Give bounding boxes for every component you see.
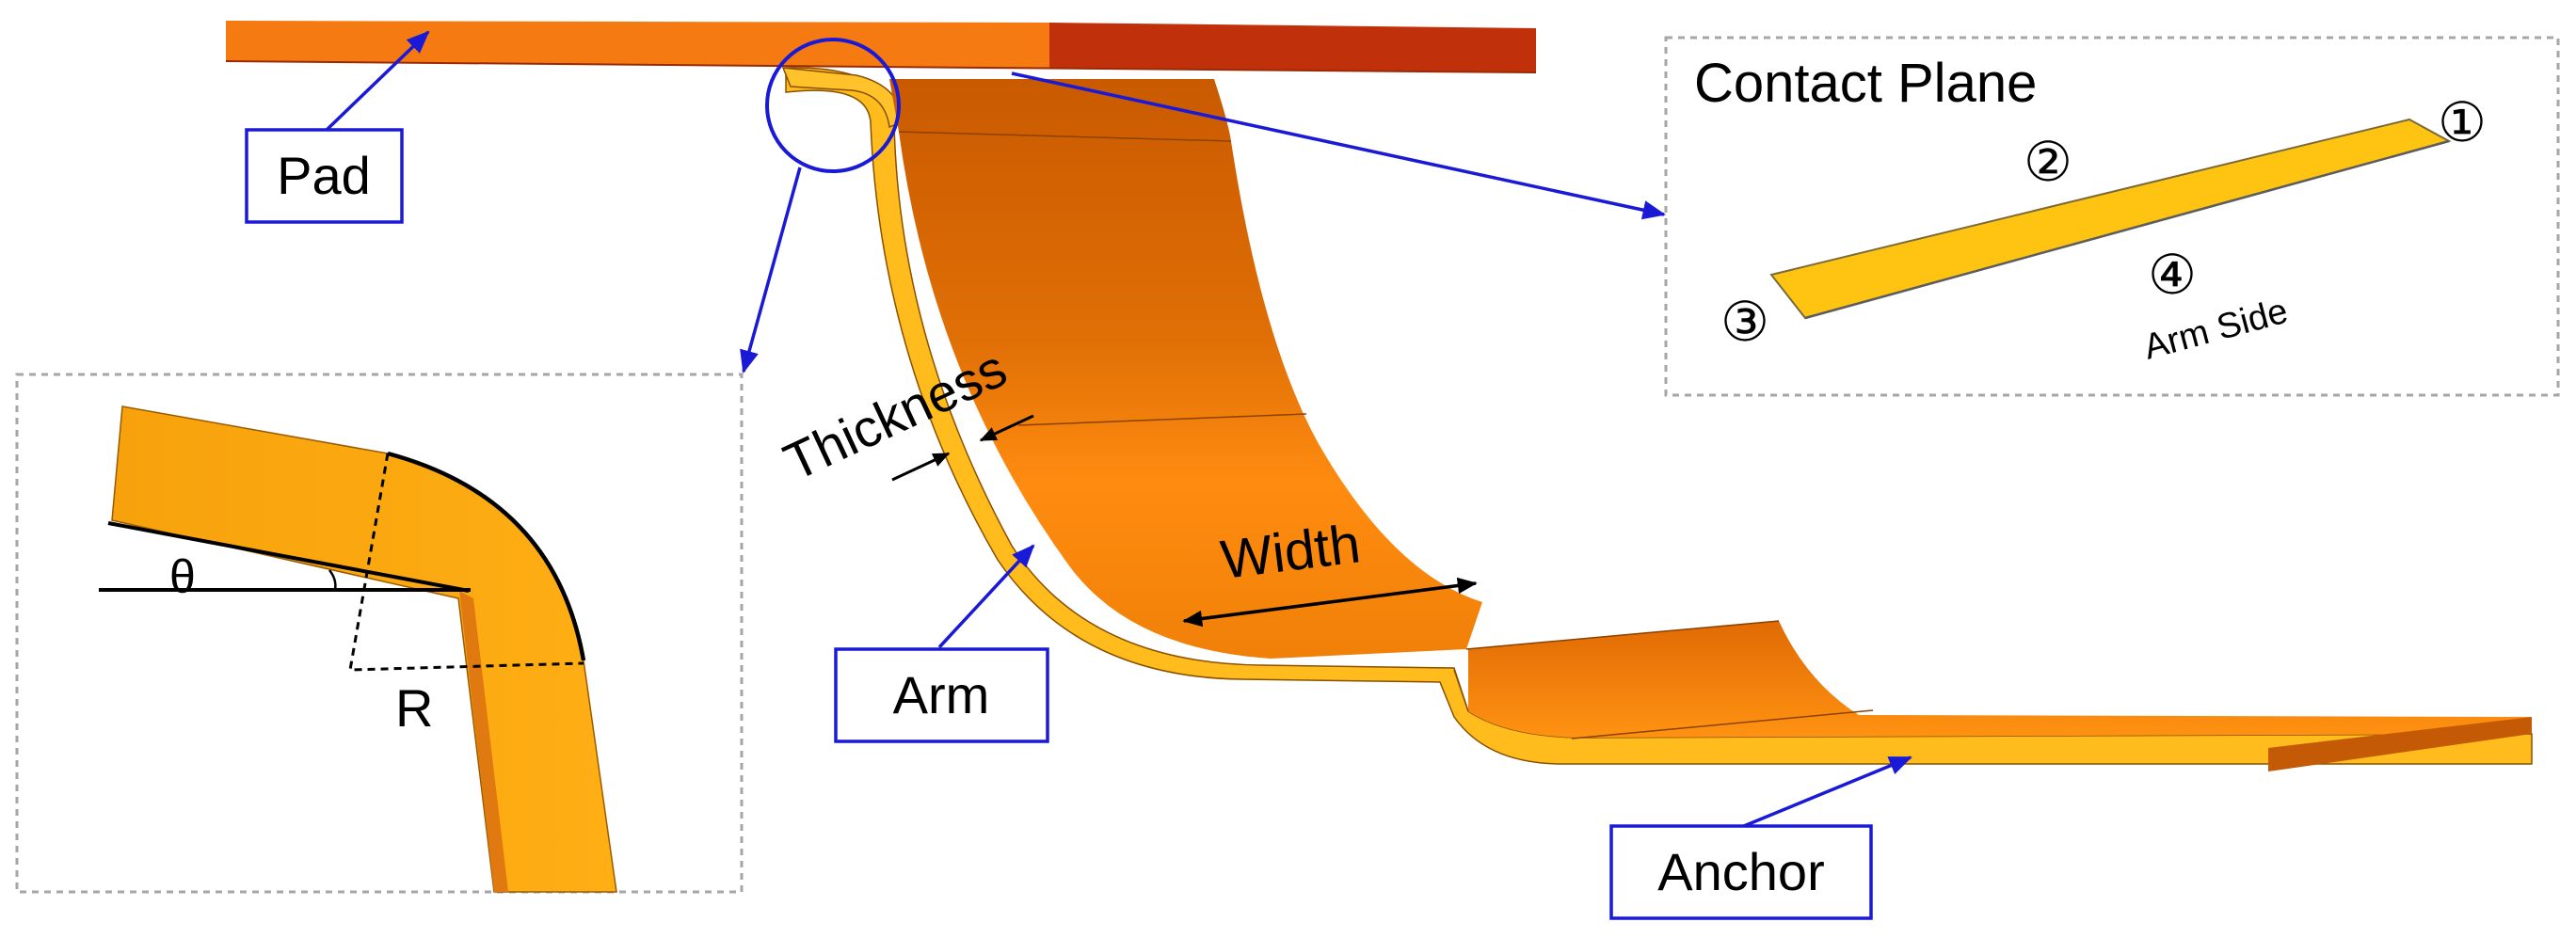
marker-1: ① [2438, 92, 2487, 153]
radius-label: R [395, 678, 433, 738]
pad-callout-arrow [323, 30, 430, 134]
theta-label: θ [169, 550, 196, 603]
arm-callout-arrow [937, 544, 1035, 649]
anchor-label-box: Anchor [1609, 824, 1873, 920]
tip-detail-inset [15, 373, 744, 894]
arm-label-box: Arm [834, 647, 1049, 743]
contact-plane-callout-arrow [1011, 72, 1666, 220]
width-dimension-arrow [1182, 577, 1478, 628]
tip-zoom-circle [765, 38, 901, 173]
arm-label: Arm [893, 665, 990, 724]
thickness-label: Thickness [775, 338, 1015, 492]
marker-3: ③ [1720, 292, 1769, 353]
thickness-dimension [891, 414, 1034, 482]
pad-label: Pad [277, 146, 371, 205]
contact-plane-title: Contact Plane [1694, 53, 2037, 114]
pad-plate [225, 21, 1537, 73]
pad-label-box: Pad [245, 128, 404, 224]
probe-arm [781, 67, 2533, 771]
anchor-callout-arrow [1738, 755, 1912, 830]
anchor-label: Anchor [1657, 842, 1824, 901]
marker-4: ④ [2148, 245, 2197, 306]
tip-callout-arrow [740, 167, 802, 374]
marker-2: ② [2024, 132, 2072, 193]
contact-plane-inset [1664, 36, 2560, 397]
